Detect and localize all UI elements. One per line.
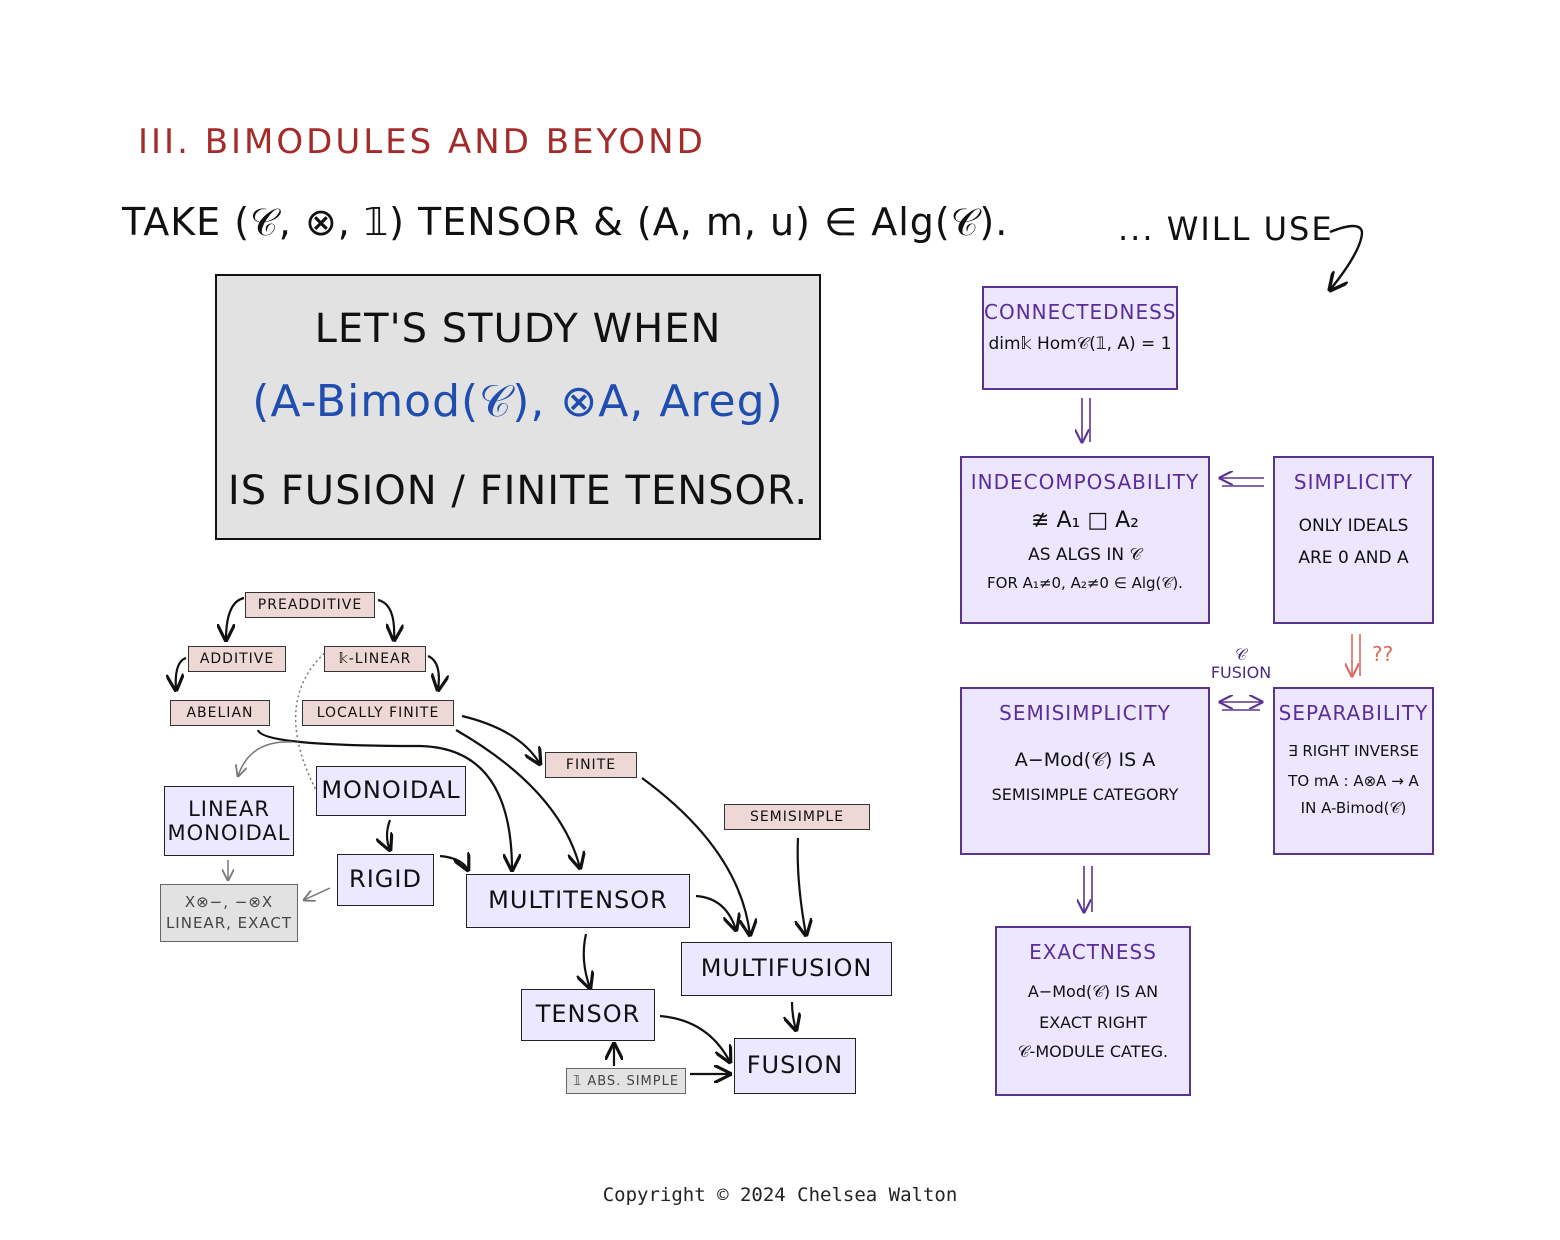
cat-multitensor: MULTITENSOR	[466, 874, 690, 928]
arrow-preadditive-additive	[226, 596, 245, 640]
arrow-multitensor-tensor	[584, 933, 590, 988]
section-title: III. BIMODULES AND BEYOND	[138, 122, 706, 162]
arrow-finite-multifusion	[641, 777, 750, 935]
arrow-locallyfinite-finite	[461, 714, 540, 764]
separability-line2: TO mA : A⊗A → A	[1288, 772, 1419, 790]
separability-line1: ∃ RIGHT INVERSE	[1288, 742, 1419, 760]
fusion-relation-c: 𝒞	[1235, 645, 1247, 664]
arrow-tensor-fusion	[659, 1014, 730, 1062]
connectedness-line1: dim𝕜 Hom𝒞(𝟙, A) = 1	[988, 334, 1172, 354]
arrow-multifusion-fusion	[792, 1001, 796, 1030]
cat-multifusion: MULTIFUSION	[681, 942, 892, 996]
setup-statement: TAKE (𝒞, ⊗, 𝟙) TENSOR & (A, m, u) ∈ Alg(…	[122, 200, 1009, 244]
separability-title: SEPARABILITY	[1278, 701, 1429, 725]
main-box-bimodule-category: (A-Bimod(𝒞), ⊗A, Areg)	[252, 376, 784, 427]
main-question-box: LET'S STUDY WHEN (A-Bimod(𝒞), ⊗A, Areg) …	[215, 274, 821, 540]
arrow-additive-abelian	[176, 656, 187, 690]
main-box-line1: LET'S STUDY WHEN	[314, 306, 722, 352]
cat-linear-monoidal: LINEAR MONOIDAL	[164, 786, 294, 856]
connectedness-title: CONNECTEDNESS	[984, 300, 1177, 324]
arrow-semisimple-multifusion	[798, 837, 806, 935]
cat-rigid: RIGID	[337, 854, 434, 906]
fusion-relation-label: 𝒞 FUSION	[1206, 646, 1276, 681]
cat-fusion: FUSION	[734, 1038, 856, 1094]
semisimplicity-line1: A−Mod(𝒞) IS A	[1014, 749, 1156, 771]
exact-note-line2: LINEAR, EXACT	[165, 914, 293, 932]
tag-semisimple: SEMISIMPLE	[724, 804, 870, 830]
arrow-rigid-multitensor	[439, 856, 468, 870]
copyright-notice: Copyright © 2024 Chelsea Walton	[602, 1184, 958, 1206]
tag-abelian: ABELIAN	[170, 700, 270, 726]
note-exact-functors: X⊗−, −⊗X LINEAR, EXACT	[160, 884, 298, 942]
box-indecomposability: INDECOMPOSABILITY ≇ A₁ □ A₂ AS ALGS IN 𝒞…	[960, 456, 1210, 624]
linear-monoidal-line2: MONOIDAL	[167, 821, 291, 845]
arrow-abelian-multitensor	[256, 729, 512, 870]
simplicity-title: SIMPLICITY	[1293, 470, 1414, 494]
box-simplicity: SIMPLICITY ONLY IDEALS ARE 0 AND A	[1273, 456, 1434, 624]
semisimplicity-line2: SEMISIMPLE CATEGORY	[991, 784, 1179, 804]
indecomposability-line3: FOR A₁≠0, A₂≠0 ∈ Alg(𝒞).	[987, 574, 1183, 593]
box-exactness: EXACTNESS A−Mod(𝒞) IS AN EXACT RIGHT 𝒞-M…	[995, 926, 1191, 1096]
box-connectedness: CONNECTEDNESS dim𝕜 Hom𝒞(𝟙, A) = 1	[982, 286, 1178, 390]
arrow-klinear-locallyfinite	[427, 654, 439, 690]
arrow-rigid-exact	[304, 887, 331, 900]
indecomposability-title: INDECOMPOSABILITY	[970, 470, 1200, 494]
indecomposability-line2: AS ALGS IN 𝒞	[1028, 544, 1142, 565]
simplicity-line2: ARE 0 AND A	[1298, 548, 1409, 569]
exactness-title: EXACTNESS	[1029, 940, 1157, 964]
tag-finite: FINITE	[545, 752, 637, 778]
cat-monoidal: MONOIDAL	[316, 766, 466, 816]
note-unit-abs-simple: 𝟙 ABS. SIMPLE	[566, 1068, 686, 1094]
tag-additive: ADDITIVE	[188, 646, 286, 672]
exact-note-line1: X⊗−, −⊗X	[184, 893, 274, 911]
tag-preadditive: PREADDITIVE	[245, 592, 375, 618]
semisimplicity-title: SEMISIMPLICITY	[999, 701, 1171, 725]
arrow-multitensor-multifusion	[695, 894, 736, 930]
linear-monoidal-line1: LINEAR	[188, 796, 270, 821]
will-use-label: ... WILL USE	[1118, 210, 1334, 248]
main-box-line3: IS FUSION / FINITE TENSOR.	[227, 468, 809, 514]
separability-line3: IN A-Bimod(𝒞)	[1300, 799, 1407, 817]
cat-tensor: TENSOR	[521, 989, 655, 1041]
exactness-line2: EXACT RIGHT	[1039, 1013, 1147, 1033]
fusion-relation-word: FUSION	[1210, 662, 1272, 682]
arrow-abelian-linearmonoidal	[238, 741, 293, 776]
arrow-locallyfinite-multitensor	[455, 729, 580, 868]
box-semisimplicity: SEMISIMPLICITY A−Mod(𝒞) IS A SEMISIMPLE …	[960, 687, 1210, 855]
open-question-marks: ??	[1372, 642, 1394, 666]
exactness-line1: A−Mod(𝒞) IS AN	[1027, 982, 1159, 1001]
arrow-monoidal-rigid	[387, 819, 390, 850]
exactness-line3: 𝒞-MODULE CATEG.	[1017, 1041, 1169, 1061]
tag-k-linear: 𝕜-LINEAR	[324, 646, 426, 672]
indecomposability-line1: ≇ A₁ □ A₂	[1031, 508, 1139, 533]
tag-locally-finite: LOCALLY FINITE	[302, 700, 454, 726]
box-separability: SEPARABILITY ∃ RIGHT INVERSE TO mA : A⊗A…	[1273, 687, 1434, 855]
arrow-preadditive-klinear	[377, 598, 394, 640]
simplicity-line1: ONLY IDEALS	[1298, 516, 1409, 536]
dotted-klinear-monoidal	[294, 649, 329, 791]
will-use-arrow	[1330, 224, 1364, 290]
